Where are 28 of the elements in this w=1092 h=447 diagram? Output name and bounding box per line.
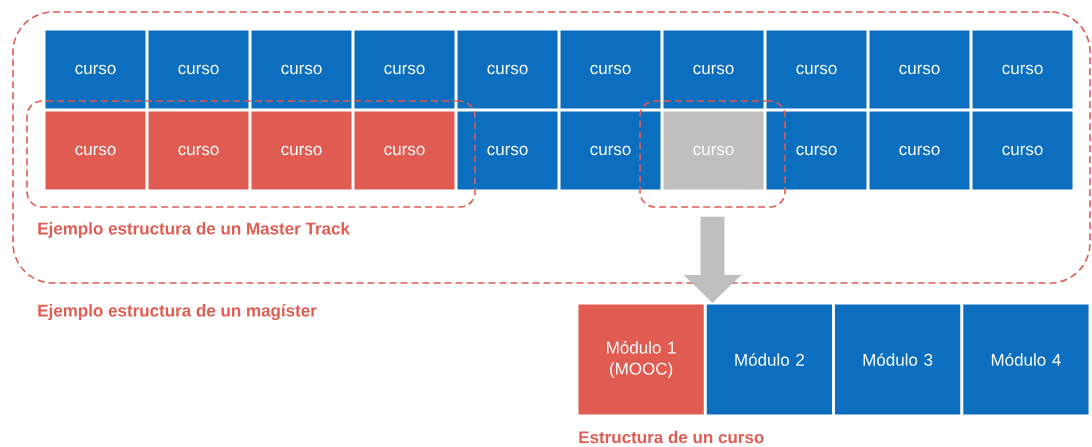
course-cell: curso xyxy=(147,110,250,191)
course-cell: curso xyxy=(765,29,868,110)
course-cell: curso xyxy=(147,29,250,110)
course-cell: curso xyxy=(765,110,868,191)
course-cell: curso xyxy=(456,110,559,191)
course-cell: curso xyxy=(353,29,456,110)
course-cell: curso xyxy=(971,29,1074,110)
module-cell: Módulo 1 (MOOC) xyxy=(576,303,706,416)
course-cell: curso xyxy=(353,110,456,191)
group-heading: Ejemplo estructura de un magíster xyxy=(38,303,317,321)
course-cell: curso xyxy=(44,110,147,191)
module-cell: Módulo 4 xyxy=(961,303,1091,416)
course-cell: curso xyxy=(44,29,147,110)
course-cell: curso xyxy=(971,110,1074,191)
course-cell: curso xyxy=(868,110,971,191)
course-cell: curso xyxy=(662,110,765,191)
course-cell: curso xyxy=(250,29,353,110)
caption-heading: Estructura de un curso xyxy=(579,430,764,444)
course-cell: curso xyxy=(559,110,662,191)
course-cell: curso xyxy=(250,110,353,191)
module-cell: Módulo 2 xyxy=(705,303,834,416)
course-cell: curso xyxy=(456,29,559,110)
group-heading: Ejemplo estructura de un Master Track xyxy=(38,222,350,238)
course-cell: curso xyxy=(662,29,765,110)
module-cell: Módulo 3 xyxy=(833,303,962,416)
dashed-group-outline xyxy=(639,100,786,208)
course-cell: curso xyxy=(868,29,971,110)
course-cell: curso xyxy=(559,29,662,110)
